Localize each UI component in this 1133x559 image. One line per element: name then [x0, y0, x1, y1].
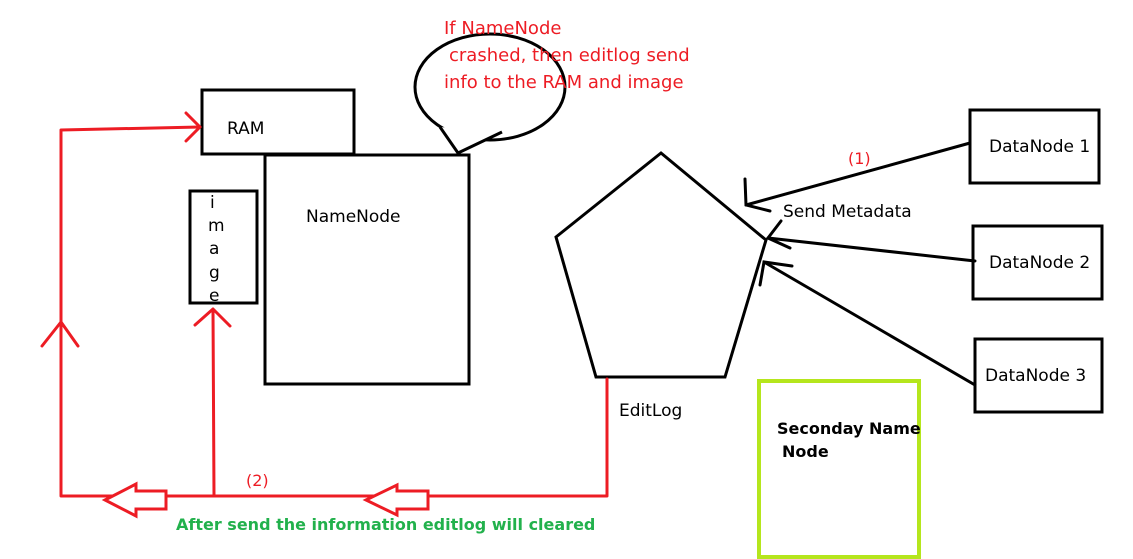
callout-line2: crashed, then editlog send — [449, 45, 690, 66]
arrowhead-datanode2 — [765, 219, 792, 250]
datanode-1-box: DataNode 1 — [968, 108, 1101, 185]
ram-label: RAM — [227, 119, 264, 139]
image-letter: i — [210, 193, 215, 213]
ram-box: RAM — [200, 88, 356, 156]
arrow-datanode3 — [762, 260, 977, 387]
step-1-label: (1) — [848, 149, 871, 168]
arrowhead-left-up — [40, 320, 80, 348]
hollow-arrow-mid — [362, 482, 430, 518]
secondary-namenode-box: Seconday Name Node — [757, 379, 921, 559]
callout-text: If NameNode crashed, then editlog send i… — [444, 18, 690, 93]
line-to-image — [211, 308, 216, 498]
datanode-arrows — [743, 141, 977, 387]
step-2-label: (2) — [246, 471, 269, 490]
secondary-namenode-label-1: Seconday Name — [777, 419, 921, 438]
arrowhead-to-ram — [184, 111, 202, 143]
callout-line1: If NameNode — [444, 18, 561, 39]
namenode-box: NameNode — [263, 153, 471, 386]
secondary-namenode-label-2: Node — [782, 442, 829, 461]
speech-bubble — [413, 32, 567, 155]
datanode-3-box: DataNode 3 — [973, 337, 1104, 414]
arrow-datanode2 — [766, 236, 977, 263]
send-metadata-label: Send Metadata — [783, 202, 912, 222]
datanode-2-label: DataNode 2 — [989, 253, 1090, 273]
editlog-return-line — [59, 125, 609, 498]
footer-note: After send the information editlog will … — [176, 515, 595, 534]
editlog-pentagon: EditLog Send Metadata — [554, 151, 912, 421]
image-letter: e — [209, 286, 219, 306]
image-letter: a — [209, 239, 219, 259]
datanode-3-label: DataNode 3 — [985, 366, 1086, 386]
datanode-1-label: DataNode 1 — [989, 137, 1090, 157]
arrowhead-datanode3 — [758, 260, 794, 287]
datanode-2-box: DataNode 2 — [971, 224, 1104, 301]
hollow-arrow-left — [101, 481, 168, 519]
image-letter: m — [208, 216, 225, 236]
red-flow-lines — [40, 111, 609, 498]
arrow-datanode1 — [744, 141, 972, 207]
arrowhead-datanode1 — [743, 177, 772, 213]
callout-line3: info to the RAM and image — [444, 72, 684, 93]
image-letter: g — [209, 263, 220, 283]
image-box: i m a g e — [188, 189, 259, 306]
editlog-label: EditLog — [619, 401, 682, 421]
namenode-label: NameNode — [306, 207, 401, 227]
hollow-arrows — [101, 481, 430, 519]
arrowhead-to-image — [193, 307, 232, 328]
